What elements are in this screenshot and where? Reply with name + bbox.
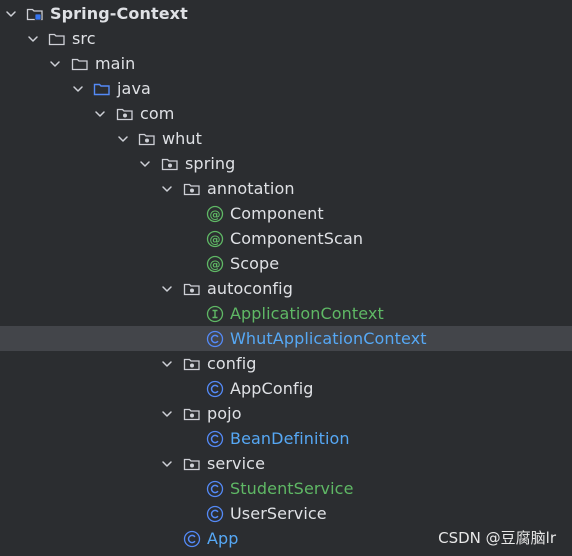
tree-row-label: annotation xyxy=(207,179,295,198)
tree-row-label: Spring-Context xyxy=(50,4,188,23)
package-icon xyxy=(183,276,201,301)
annotation-icon: @ xyxy=(206,201,224,226)
tree-row-label: UserService xyxy=(230,504,327,523)
class-icon xyxy=(206,376,224,401)
tree-row-studentservice[interactable]: StudentService xyxy=(0,476,572,501)
folder-icon xyxy=(48,26,66,51)
tree-row-componentscan[interactable]: @ ComponentScan xyxy=(0,226,572,251)
chevron-down-icon[interactable] xyxy=(159,401,175,426)
tree-row-beandefinition[interactable]: BeanDefinition xyxy=(0,426,572,451)
class-icon xyxy=(183,526,201,551)
tree-row-java[interactable]: java xyxy=(0,76,572,101)
tree-row-label: StudentService xyxy=(230,479,354,498)
package-icon xyxy=(183,451,201,476)
tree-row-src[interactable]: src xyxy=(0,26,572,51)
tree-row-com[interactable]: com xyxy=(0,101,572,126)
tree-row-pojo[interactable]: pojo xyxy=(0,401,572,426)
tree-row-whutapplicationcontext[interactable]: WhutApplicationContext xyxy=(0,326,572,351)
tree-row-userservice[interactable]: UserService xyxy=(0,501,572,526)
svg-text:@: @ xyxy=(210,232,221,245)
tree-row-spring-context[interactable]: Spring-Context xyxy=(0,1,572,26)
tree-row-appconfig[interactable]: AppConfig xyxy=(0,376,572,401)
tree-row-config[interactable]: config xyxy=(0,351,572,376)
tree-row-autoconfig[interactable]: autoconfig xyxy=(0,276,572,301)
class-icon xyxy=(206,426,224,451)
tree-row-label: ComponentScan xyxy=(230,229,364,248)
tree-row-label: main xyxy=(95,54,136,73)
tree-row-label: autoconfig xyxy=(207,279,293,298)
package-icon xyxy=(161,151,179,176)
svg-text:@: @ xyxy=(210,207,221,220)
chevron-down-icon[interactable] xyxy=(137,151,153,176)
csdn-watermark: CSDN @豆腐脑lr xyxy=(438,529,556,547)
package-icon xyxy=(183,351,201,376)
tree-row-label: com xyxy=(140,104,175,123)
tree-row-label: Scope xyxy=(230,254,280,273)
package-icon xyxy=(183,401,201,426)
folder-icon xyxy=(71,51,89,76)
class-icon xyxy=(206,326,224,351)
chevron-down-icon[interactable] xyxy=(159,276,175,301)
package-icon xyxy=(116,101,134,126)
tree-row-service[interactable]: service xyxy=(0,451,572,476)
package-icon xyxy=(138,126,156,151)
class-icon xyxy=(206,476,224,501)
tree-row-label: WhutApplicationContext xyxy=(230,329,427,348)
package-icon xyxy=(183,176,201,201)
tree-row-label: App xyxy=(207,529,239,548)
tree-row-label: spring xyxy=(185,154,236,173)
tree-row-label: java xyxy=(117,79,151,98)
tree-row-label: src xyxy=(72,29,96,48)
tree-row-label: ApplicationContext xyxy=(230,304,384,323)
tree-row-spring[interactable]: spring xyxy=(0,151,572,176)
chevron-down-icon[interactable] xyxy=(159,451,175,476)
tree-row-label: whut xyxy=(162,129,203,148)
chevron-down-icon[interactable] xyxy=(115,126,131,151)
chevron-down-icon[interactable] xyxy=(92,101,108,126)
tree-row-component[interactable]: @ Component xyxy=(0,201,572,226)
tree-row-annotation[interactable]: annotation xyxy=(0,176,572,201)
module-folder-icon xyxy=(26,1,44,26)
tree-row-label: AppConfig xyxy=(230,379,314,398)
tree-row-applicationcontext[interactable]: ApplicationContext xyxy=(0,301,572,326)
tree-row-label: Component xyxy=(230,204,324,223)
annotation-icon: @ xyxy=(206,251,224,276)
chevron-down-icon[interactable] xyxy=(25,26,41,51)
annotation-icon: @ xyxy=(206,226,224,251)
svg-text:@: @ xyxy=(210,257,221,270)
chevron-down-icon[interactable] xyxy=(47,51,63,76)
tree-row-whut[interactable]: whut xyxy=(0,126,572,151)
tree-row-main[interactable]: main xyxy=(0,51,572,76)
source-root-folder-icon xyxy=(93,76,111,101)
tree-row-app[interactable]: App xyxy=(0,526,572,551)
tree-row-label: service xyxy=(207,454,266,473)
interface-icon xyxy=(206,301,224,326)
tree-row-scope[interactable]: @ Scope xyxy=(0,251,572,276)
chevron-down-icon[interactable] xyxy=(159,351,175,376)
tree-row-label: config xyxy=(207,354,257,373)
class-icon xyxy=(206,501,224,526)
tree-row-label: pojo xyxy=(207,404,242,423)
chevron-down-icon[interactable] xyxy=(159,176,175,201)
chevron-down-icon[interactable] xyxy=(70,76,86,101)
tree-row-label: BeanDefinition xyxy=(230,429,350,448)
chevron-down-icon[interactable] xyxy=(3,1,19,26)
